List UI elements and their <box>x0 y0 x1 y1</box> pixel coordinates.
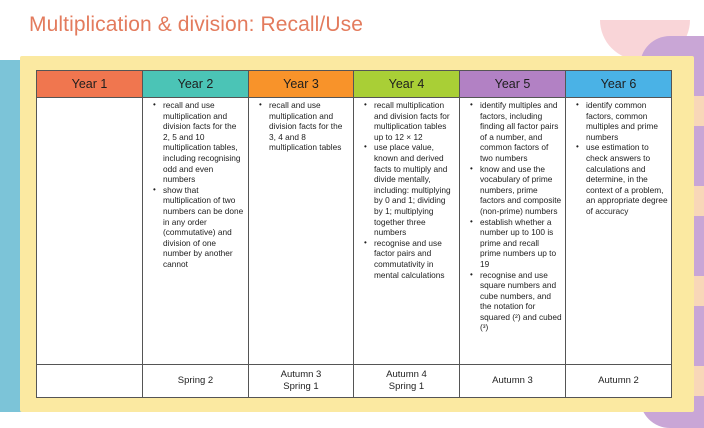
slide-title: Multiplication & division: Recall/Use <box>29 13 363 36</box>
year-header: Year 6 <box>565 70 672 98</box>
year-header: Year 3 <box>248 70 354 98</box>
objective-list: recall multiplication and division facts… <box>354 100 456 280</box>
objectives-cell: recall multiplication and division facts… <box>353 97 460 365</box>
term-cell: Autumn 3 <box>459 364 566 398</box>
year-header: Year 5 <box>459 70 566 98</box>
term-label: Autumn 2 <box>598 375 639 386</box>
objective-item: know and use the vocabulary of prime num… <box>470 164 562 217</box>
term-label: Spring 2 <box>177 375 214 386</box>
curriculum-table: Year 1 Year 2 Year 3 Year 4 Year 5 Year … <box>36 70 672 398</box>
objectives-cell: identify common factors, common multiple… <box>565 97 672 365</box>
objective-item: recall multiplication and division facts… <box>364 100 456 142</box>
objectives-cell: recall and use multiplication and divisi… <box>248 97 354 365</box>
term-label: Autumn 4 <box>386 369 427 380</box>
year-header: Year 1 <box>36 70 143 98</box>
header-row: Year 1 Year 2 Year 3 Year 4 Year 5 Year … <box>36 70 672 98</box>
objective-item: recognise and use square numbers and cub… <box>470 270 562 334</box>
objective-list: identify common factors, common multiple… <box>566 100 668 217</box>
objective-list: recall and use multiplication and divisi… <box>143 100 245 270</box>
objective-list: recall and use multiplication and divisi… <box>249 100 350 153</box>
term-label: Autumn 3 <box>280 369 322 380</box>
year-header: Year 2 <box>142 70 249 98</box>
objectives-row: recall and use multiplication and divisi… <box>36 97 672 365</box>
term-label: Spring 1 <box>283 381 319 392</box>
term-label: Spring 1 <box>388 381 425 392</box>
objectives-cell <box>36 97 143 365</box>
term-cell <box>36 364 143 398</box>
objectives-cell: identify multiples and factors, includin… <box>459 97 566 365</box>
year-header: Year 4 <box>353 70 460 98</box>
term-cell: Spring 2 <box>142 364 249 398</box>
objective-item: show that multiplication of two numbers … <box>153 185 245 270</box>
objectives-cell: recall and use multiplication and divisi… <box>142 97 249 365</box>
term-cell: Autumn 2 <box>565 364 672 398</box>
objective-item: identify common factors, common multiple… <box>576 100 668 142</box>
objective-item: establish whether a number up to 100 is … <box>470 217 562 270</box>
objective-item: recognise and use factor pairs and commu… <box>364 238 456 280</box>
objective-item: identify multiples and factors, includin… <box>470 100 562 164</box>
objective-item: recall and use multiplication and divisi… <box>153 100 245 185</box>
objective-list: identify multiples and factors, includin… <box>460 100 562 333</box>
objective-item: use estimation to check answers to calcu… <box>576 142 668 216</box>
objective-item: use place value, known and derived facts… <box>364 142 456 237</box>
objective-item: recall and use multiplication and divisi… <box>259 100 350 153</box>
term-label: Autumn 3 <box>492 375 533 386</box>
